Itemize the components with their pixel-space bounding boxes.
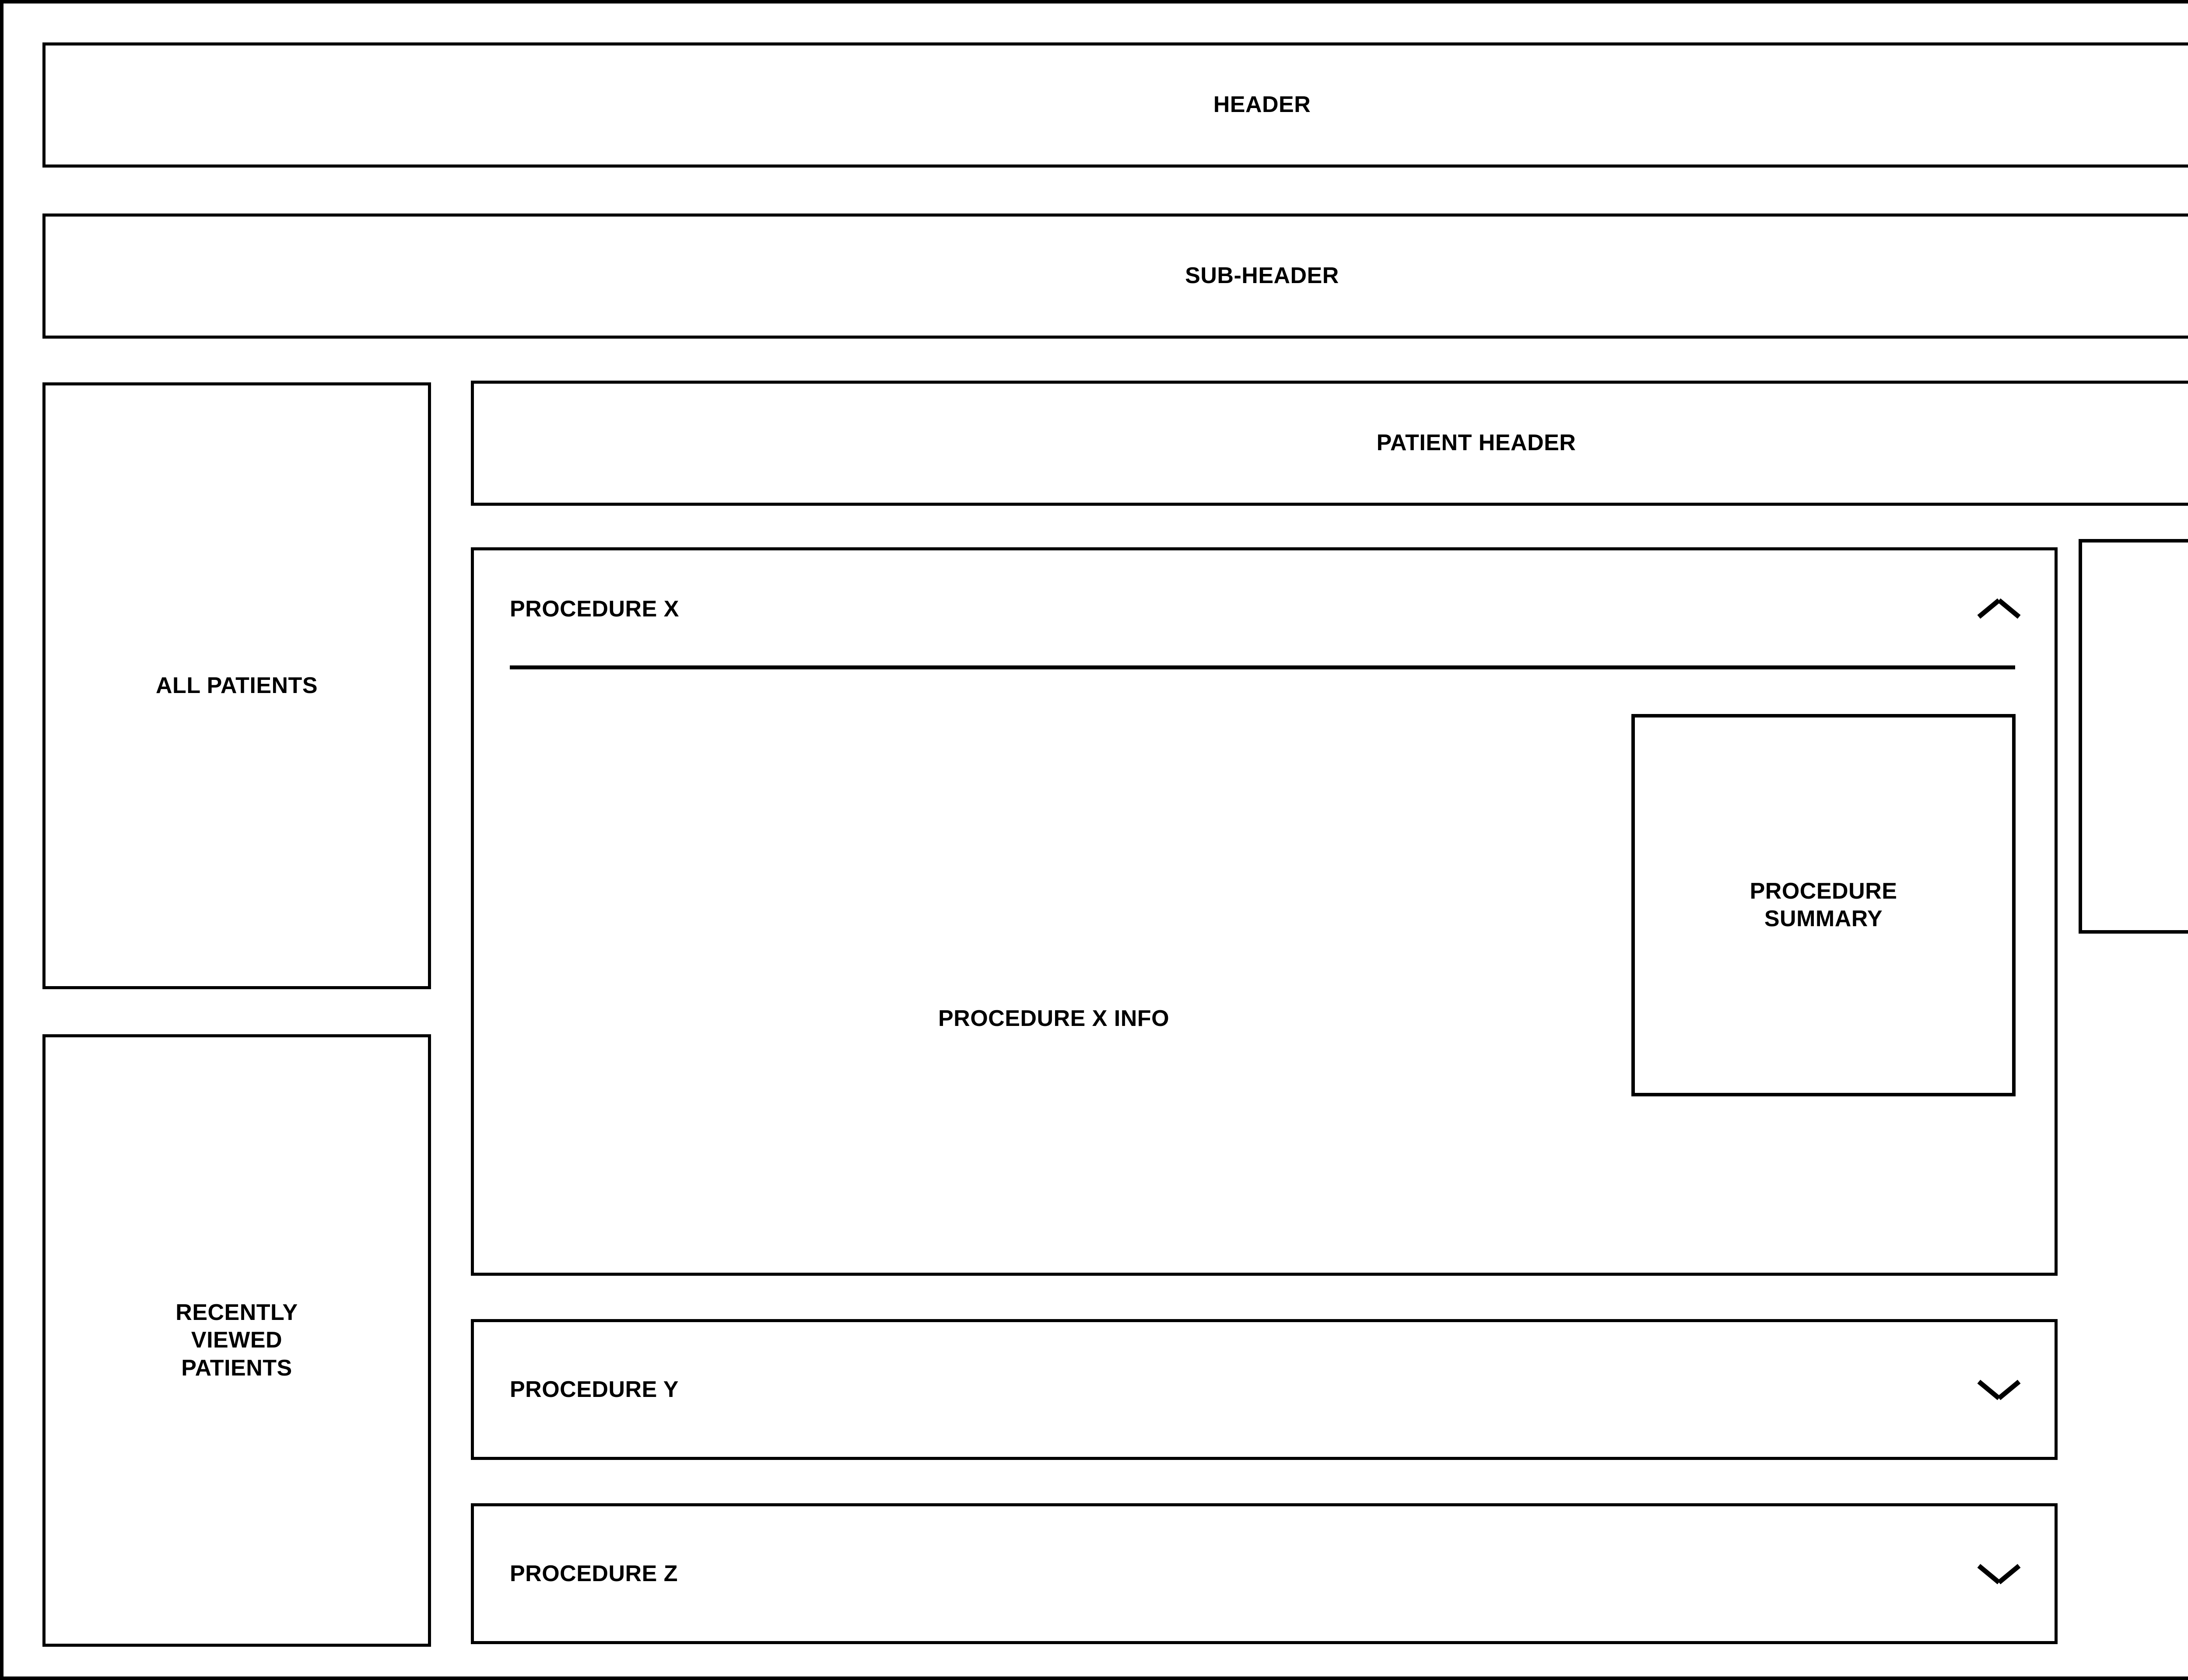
chevron-down-icon[interactable] [1976, 1561, 2022, 1587]
notes-panel[interactable]: NOTES [2079, 539, 2188, 934]
procedure-x-divider [510, 665, 2015, 669]
procedure-z-title: PROCEDURE Z [510, 1561, 678, 1586]
patient-header-label: PATIENT HEADER [1376, 430, 1576, 456]
procedure-panel-x: PROCEDURE X PROCEDURE X INFO PROCEDURE S… [471, 547, 2058, 1276]
procedure-panel-z[interactable]: PROCEDURE Z [471, 1503, 2058, 1644]
patient-header-region: PATIENT HEADER [471, 381, 2188, 506]
header-region: HEADER [42, 42, 2188, 168]
all-patients-label: ALL PATIENTS [156, 672, 318, 698]
header-label: HEADER [1213, 92, 1311, 118]
procedure-summary-label: PROCEDURE SUMMARY [1750, 878, 1897, 931]
sub-header-label: SUB-HEADER [1185, 263, 1339, 289]
procedure-y-title: PROCEDURE Y [510, 1377, 679, 1402]
procedure-panel-y[interactable]: PROCEDURE Y [471, 1319, 2058, 1460]
recently-viewed-patients-label: RECENTLY VIEWED PATIENTS [175, 1299, 298, 1381]
chevron-up-icon[interactable] [1976, 596, 2022, 622]
procedure-x-info-label: PROCEDURE X INFO [938, 1006, 1170, 1031]
procedure-x-header-row[interactable]: PROCEDURE X [474, 550, 2055, 668]
sub-header-region: SUB-HEADER [42, 214, 2188, 339]
procedure-summary-card[interactable]: PROCEDURE SUMMARY [1631, 714, 2016, 1096]
sidebar-panel-all-patients[interactable]: ALL PATIENTS [42, 382, 431, 989]
chevron-down-icon[interactable] [1976, 1376, 2022, 1403]
sidebar-panel-recently-viewed-patients[interactable]: RECENTLY VIEWED PATIENTS [42, 1034, 431, 1647]
procedure-x-title: PROCEDURE X [510, 596, 679, 622]
